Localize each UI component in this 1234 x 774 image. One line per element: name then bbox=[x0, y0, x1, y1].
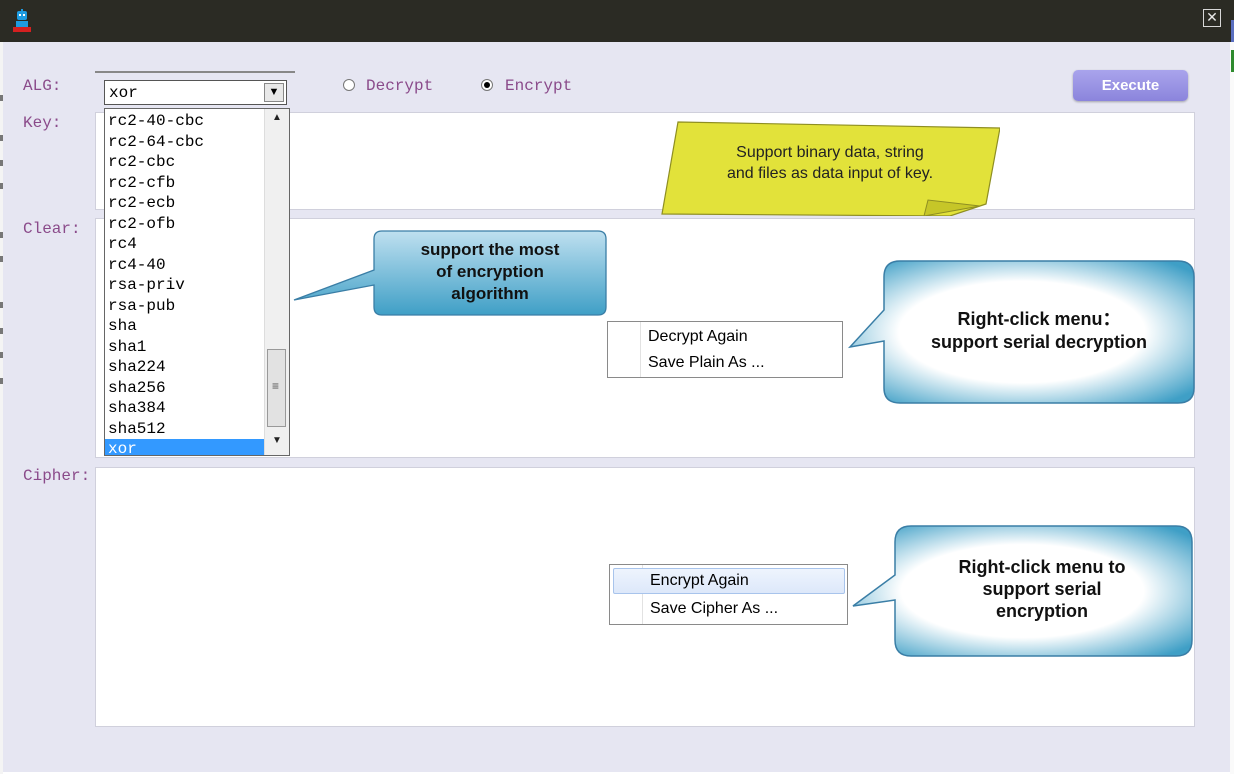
callout-line: Right-click menu to bbox=[958, 557, 1126, 577]
encrypt-label[interactable]: Encrypt bbox=[505, 77, 573, 95]
scrollbar-thumb[interactable]: ≡ bbox=[267, 349, 286, 427]
alg-option[interactable]: rc2-ecb bbox=[108, 194, 176, 212]
decrypt-radio[interactable] bbox=[343, 79, 355, 91]
dropdown-scrollbar[interactable]: ▲ ≡ ▼ bbox=[264, 109, 289, 455]
alg-label: ALG: bbox=[23, 77, 62, 95]
alg-option-selected[interactable]: xor bbox=[105, 439, 265, 455]
alg-option[interactable]: sha384 bbox=[108, 399, 166, 417]
clear-label: Clear: bbox=[23, 220, 81, 238]
edge-marker bbox=[0, 232, 3, 238]
clear-callout: Right-click menu： support serial decrypt… bbox=[910, 308, 1168, 354]
alg-option[interactable]: sha256 bbox=[108, 378, 166, 397]
save-cipher-as-item[interactable]: Save Cipher As ... bbox=[650, 600, 779, 617]
edge-marker bbox=[1231, 20, 1234, 42]
callout-line: support serial bbox=[982, 579, 1102, 599]
key-label: Key: bbox=[23, 114, 62, 132]
menu-highlight bbox=[613, 568, 845, 594]
alg-option[interactable]: rsa-priv bbox=[108, 276, 185, 294]
edge-marker bbox=[0, 352, 3, 358]
callout-line: support serial decryption bbox=[930, 332, 1148, 352]
alg-option[interactable]: rc2-40-cbc bbox=[108, 112, 205, 130]
edge-marker bbox=[0, 328, 3, 334]
edge-marker bbox=[0, 302, 3, 308]
alg-option[interactable]: sha1 bbox=[108, 337, 147, 356]
clear-context-menu: Decrypt Again Save Plain As ... bbox=[607, 321, 843, 378]
execute-button[interactable]: Execute bbox=[1073, 70, 1188, 101]
alg-option[interactable]: rc2-cfb bbox=[108, 173, 176, 192]
key-note-shape bbox=[661, 121, 1000, 216]
menu-gutter bbox=[608, 322, 641, 377]
callout-line: Right-click menu： bbox=[957, 309, 1121, 329]
encrypt-radio[interactable] bbox=[481, 79, 493, 91]
window-edge bbox=[0, 42, 3, 774]
cipher-callout: Right-click menu to support serial encry… bbox=[928, 556, 1156, 622]
alg-callout: support the most of encryption algorithm bbox=[378, 239, 602, 305]
decrypt-again-item[interactable]: Decrypt Again bbox=[648, 328, 748, 345]
radio-dot bbox=[484, 82, 490, 88]
alg-option[interactable]: sha512 bbox=[108, 419, 166, 438]
alg-select[interactable]: xor ▼ bbox=[104, 80, 287, 105]
edge-marker bbox=[0, 160, 3, 166]
alg-option[interactable]: rc4-40 bbox=[108, 255, 166, 274]
close-button[interactable]: ✕ bbox=[1203, 9, 1221, 27]
cipher-label: Cipher: bbox=[23, 467, 91, 485]
edge-marker bbox=[0, 256, 3, 262]
edge-marker bbox=[0, 135, 3, 141]
alg-option[interactable]: sha bbox=[108, 317, 137, 335]
alg-dropdown-list[interactable]: rc2-40-cbc rc2-64-cbc rc2-cbc rc2-cfb rc… bbox=[104, 108, 290, 456]
key-note: Support binary data, string and files as… bbox=[700, 142, 960, 184]
window-edge bbox=[1230, 42, 1234, 774]
alg-option[interactable]: rc2-ofb bbox=[108, 214, 176, 233]
scroll-down-icon[interactable]: ▼ bbox=[272, 435, 282, 446]
edge-marker bbox=[1231, 50, 1234, 72]
grip-icon: ≡ bbox=[272, 379, 280, 393]
callout-line: algorithm bbox=[451, 284, 529, 303]
cipher-context-menu: Encrypt Again Save Cipher As ... bbox=[609, 564, 848, 625]
edge-marker bbox=[0, 183, 3, 189]
alg-option[interactable]: rc4 bbox=[108, 235, 137, 253]
alg-option[interactable]: rc2-cbc bbox=[108, 153, 176, 171]
title-bar: ✕ bbox=[0, 0, 1234, 42]
alg-option[interactable]: rc2-64-cbc bbox=[108, 132, 205, 151]
combo-frame bbox=[95, 71, 295, 73]
note-line: Support binary data, string bbox=[736, 144, 924, 161]
save-plain-as-item[interactable]: Save Plain As ... bbox=[648, 354, 765, 371]
edge-marker bbox=[0, 378, 3, 384]
decrypt-label[interactable]: Decrypt bbox=[366, 77, 434, 95]
callout-line: of encryption bbox=[436, 262, 544, 281]
note-line: and files as data input of key. bbox=[726, 165, 934, 182]
menu-gutter bbox=[610, 565, 643, 624]
cipher-callout-shape bbox=[852, 525, 1193, 657]
encrypt-again-item[interactable]: Encrypt Again bbox=[650, 572, 749, 589]
callout-line: support the most bbox=[420, 240, 560, 259]
callout-line: encryption bbox=[995, 601, 1088, 621]
clear-callout-shape bbox=[847, 260, 1195, 404]
alg-option-list: rc2-40-cbc rc2-64-cbc rc2-cbc rc2-cfb rc… bbox=[105, 111, 265, 455]
edge-marker bbox=[0, 95, 3, 101]
scroll-up-icon[interactable]: ▲ bbox=[272, 112, 282, 123]
chevron-down-icon[interactable]: ▼ bbox=[264, 83, 284, 102]
alg-select-value: xor bbox=[109, 84, 138, 102]
robot-icon bbox=[13, 9, 31, 32]
alg-option[interactable]: rsa-pub bbox=[108, 296, 176, 315]
alg-callout-shape bbox=[293, 230, 607, 316]
alg-option[interactable]: sha224 bbox=[108, 358, 166, 376]
